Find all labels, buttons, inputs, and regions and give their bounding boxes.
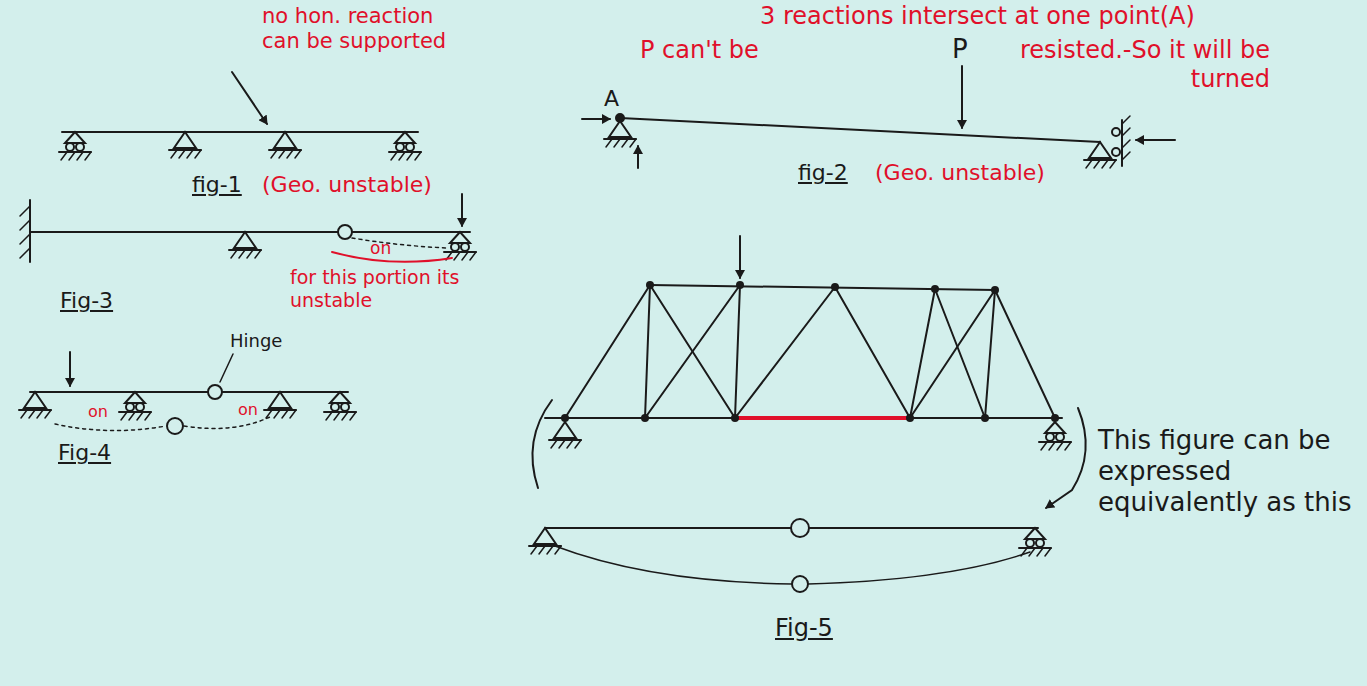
note-label: Hinge	[230, 330, 282, 352]
note-label: P can't be	[640, 36, 759, 65]
note-label: P	[952, 34, 968, 65]
note-label: resisted.-So it will be turned	[990, 36, 1270, 94]
note-label: no hon. reaction can be supported	[262, 4, 452, 54]
note-label: fig-1	[192, 172, 242, 198]
note-label: on	[370, 238, 391, 258]
note-label: A	[604, 86, 619, 112]
note-label: Fig-5	[775, 614, 833, 643]
note-label: (Geo. unstable)	[875, 160, 1045, 186]
note-label: Fig-3	[60, 288, 113, 314]
note-label: on	[238, 400, 258, 419]
note-label: fig-2	[798, 160, 848, 186]
note-label: This figure can be expressed equivalentl…	[1098, 425, 1353, 519]
note-label: for this portion its unstable	[290, 266, 480, 312]
note-label: on	[88, 402, 108, 421]
note-label: (Geo. unstable)	[262, 172, 432, 198]
note-label: Fig-4	[58, 440, 111, 466]
note-label: 3 reactions intersect at one point(A)	[760, 2, 1195, 31]
